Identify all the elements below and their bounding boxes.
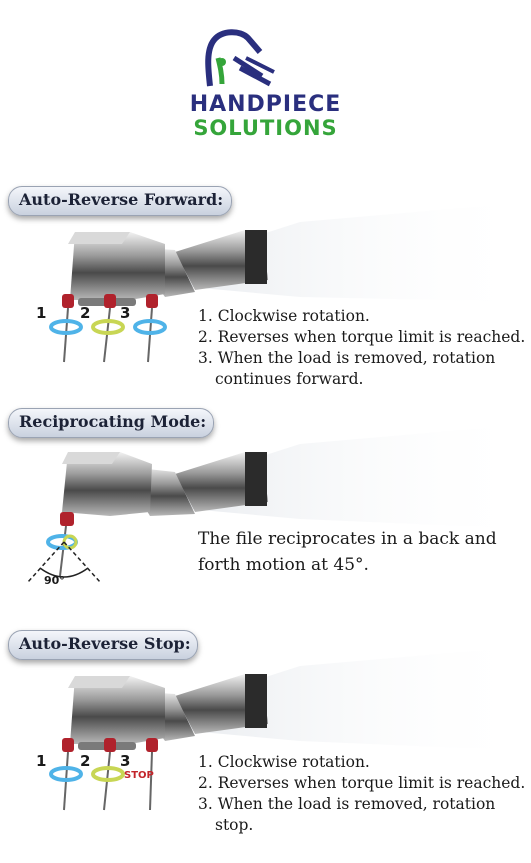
angle-label: 90° — [44, 574, 65, 587]
section-reciprocating-mode: Reciprocating Mode: 90° The file recipro… — [0, 404, 531, 614]
description-line: The file reciprocates in a back and — [198, 529, 497, 549]
handpiece-neck — [175, 452, 268, 512]
file-2 — [91, 294, 125, 363]
section-auto-reverse-stop: Auto-Reverse Stop: 1 2 3 STOP 1. Clockwi… — [0, 626, 531, 863]
handpiece-head — [70, 232, 165, 300]
handpiece-head-top — [62, 452, 120, 464]
list-item: 3. When the load is removed, rotation — [198, 795, 496, 813]
handpiece-neck — [175, 674, 268, 734]
file-label-3: 3 — [120, 304, 130, 322]
file-label-1: 1 — [36, 304, 46, 322]
handpiece-head — [62, 452, 152, 516]
feature-list: 1. Clockwise rotation. 2. Reverses when … — [198, 752, 525, 836]
section-title: Auto-Reverse Stop: — [19, 634, 191, 653]
section-title-pill: Auto-Reverse Stop: — [8, 630, 198, 660]
handpiece-collar — [245, 230, 267, 284]
handpiece-illustration: 1 2 3 — [36, 202, 531, 363]
section-title: Reciprocating Mode: — [19, 412, 207, 431]
mode-description: The file reciprocates in a back and fort… — [198, 526, 497, 578]
tooth-logo-icon — [205, 29, 275, 87]
file-1 — [49, 294, 83, 363]
list-item-continuation: stop. — [215, 816, 254, 834]
stop-label: STOP — [124, 770, 154, 781]
list-item: 2. Reverses when torque limit is reached… — [198, 328, 526, 346]
file-3 — [146, 738, 158, 811]
handpiece-collar — [245, 452, 267, 506]
handpiece-neck — [175, 230, 268, 290]
handpiece-illustration: 1 2 3 STOP — [36, 646, 531, 811]
list-item-continuation: continues forward. — [215, 370, 364, 388]
list-item: 3. When the load is removed, rotation — [198, 349, 496, 367]
list-item: 2. Reverses when torque limit is reached… — [198, 774, 526, 792]
list-item: 1. Clockwise rotation. — [198, 753, 370, 771]
file-label-2: 2 — [80, 304, 90, 322]
handpiece-collar — [245, 674, 267, 728]
file-2 — [91, 738, 125, 811]
brand-name-line1: HANDPIECE — [189, 92, 342, 117]
reciprocating-file — [46, 512, 78, 577]
section-title-pill: Reciprocating Mode: — [8, 408, 214, 438]
feature-list: 1. Clockwise rotation. 2. Reverses when … — [198, 306, 525, 390]
file-3 — [133, 294, 167, 363]
list-item: 1. Clockwise rotation. — [198, 307, 370, 325]
file-label-1: 1 — [36, 752, 46, 770]
handpiece-illustration: 90° — [27, 424, 531, 587]
section-auto-reverse-forward: Auto-Reverse Forward: 1 2 3 1. Clo — [0, 182, 531, 402]
handpiece-head-top — [68, 232, 130, 244]
brand-name-line2: SOLUTIONS — [193, 116, 338, 140]
file-1 — [49, 738, 83, 811]
handpiece-head-top — [68, 676, 130, 688]
handpiece-head — [70, 676, 165, 744]
brand-logo: HANDPIECE SOLUTIONS — [0, 0, 531, 150]
section-title-pill: Auto-Reverse Forward: — [8, 186, 232, 216]
section-title: Auto-Reverse Forward: — [19, 190, 224, 209]
file-label-3: 3 — [120, 752, 130, 770]
description-line: forth motion at 45°. — [198, 555, 369, 575]
file-label-2: 2 — [80, 752, 90, 770]
angle-indicator — [27, 541, 101, 583]
